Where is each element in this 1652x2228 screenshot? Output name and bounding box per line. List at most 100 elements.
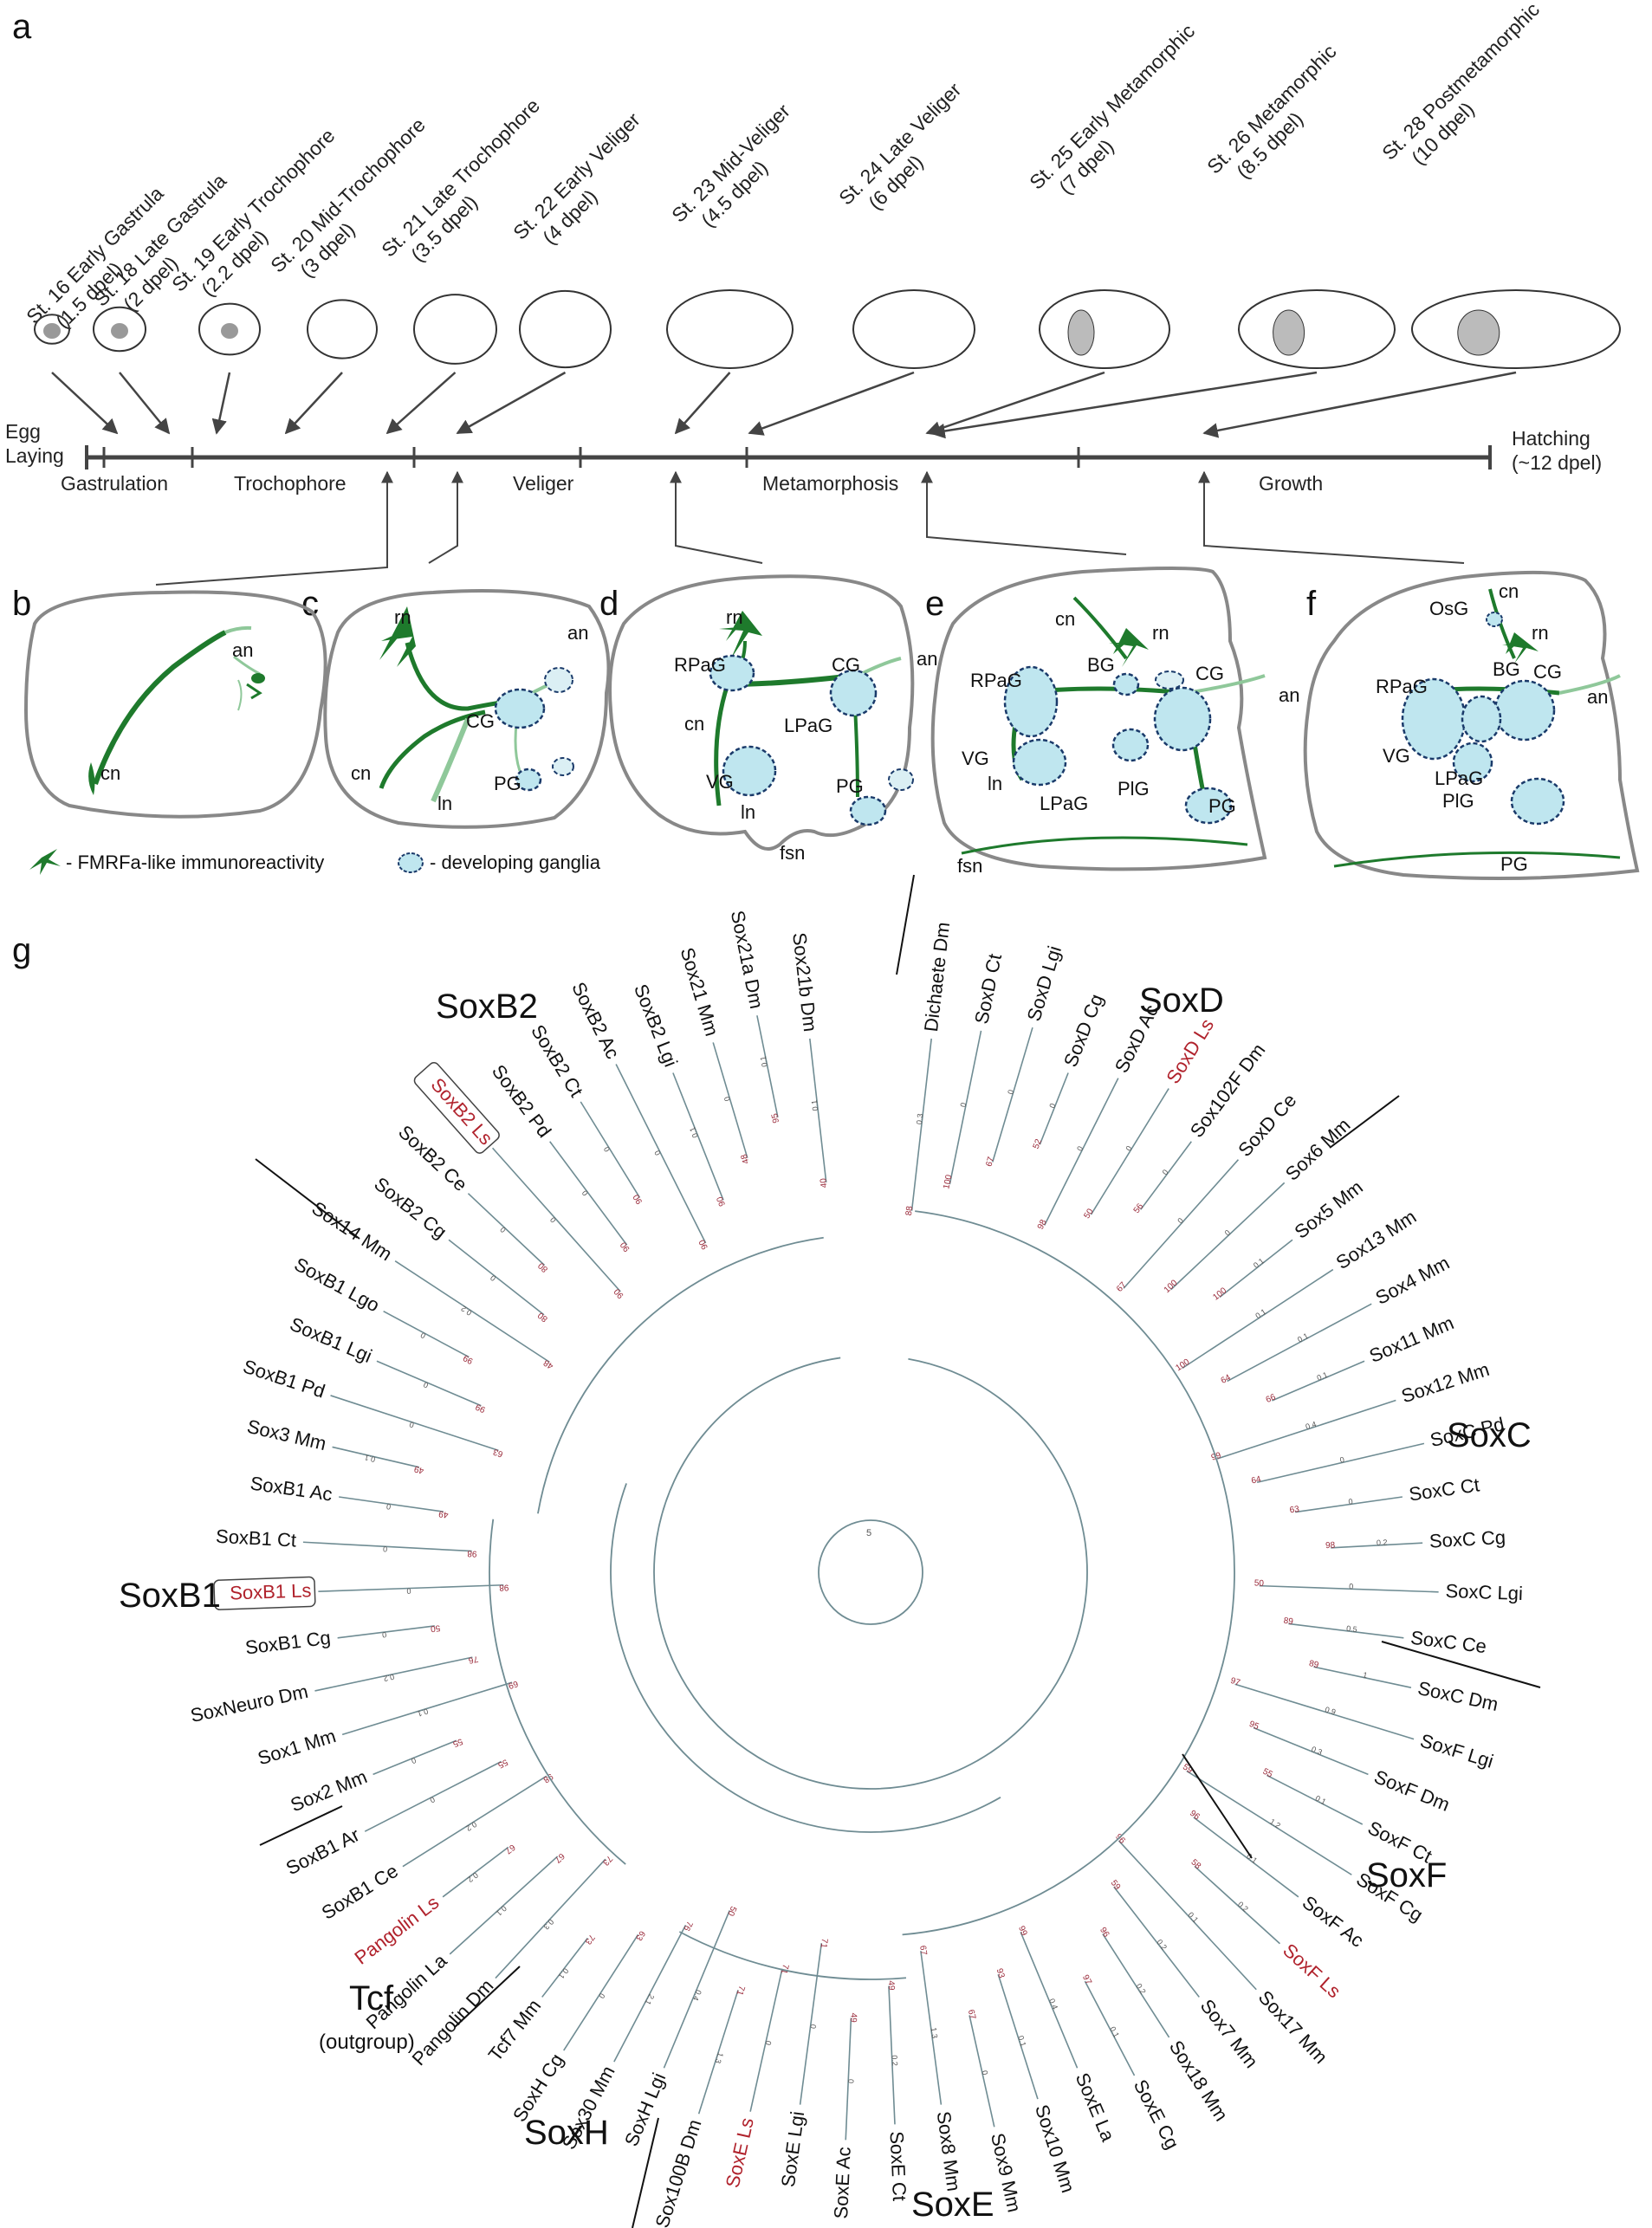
- branch-length: 0.2: [459, 1305, 473, 1318]
- stage-label: St. 25 Early Metamorphic(7 dpel): [1025, 20, 1199, 199]
- tree-branch: [920, 1951, 943, 2105]
- bootstrap-value: 89: [1283, 1616, 1294, 1627]
- phase-gastrulation: Gastrulation: [61, 472, 168, 495]
- label-plg-f: PlG: [1442, 790, 1474, 812]
- branch-length: 0.2: [1135, 1982, 1148, 1996]
- bootstrap-value: 58: [1189, 1857, 1203, 1871]
- tree-leaf-label: Tcf7 Mm: [484, 1995, 546, 2065]
- tree-branch: [949, 1030, 982, 1185]
- panel-d-larva: rn RPaG CG an cn LPaG VG ln PG fsn: [608, 574, 937, 864]
- stage-label: St. 24 Late Veliger(6 dpel): [834, 78, 966, 214]
- branch-length: 0: [1223, 1228, 1233, 1238]
- tree-leaf-label: Sox100B Dm: [651, 2117, 705, 2228]
- bootstrap-value: 96: [1113, 1832, 1127, 1846]
- tree-scale-label: 5: [866, 1528, 871, 1538]
- tree-branch: [373, 1739, 457, 1776]
- branch-length: 0.1: [417, 1707, 430, 1718]
- label-vg-f: VG: [1383, 745, 1410, 767]
- bootstrap-value: 89: [1308, 1659, 1320, 1670]
- bootstrap-value: 88: [904, 1205, 915, 1216]
- label-cn-c: cn: [351, 762, 371, 784]
- tree-leaf-label: Sox12 Mm: [1399, 1358, 1493, 1407]
- stage-arrow: [51, 372, 119, 435]
- branch-length: 0.4: [1305, 1420, 1318, 1431]
- tree-arc: [678, 1931, 907, 1980]
- timeline-end-2: (~12 dpel): [1512, 451, 1602, 474]
- label-cg-e: CG: [1195, 663, 1224, 684]
- tree-leaf-label: SoxF Lgi: [1418, 1729, 1496, 1771]
- embryo-outline: [852, 289, 975, 369]
- branch-length: 0.9: [1324, 1705, 1337, 1716]
- tree-leaf-label: SoxB1 Ce: [318, 1860, 402, 1924]
- bootstrap-value: 80: [536, 1310, 550, 1324]
- tree-branch: [332, 1446, 420, 1468]
- tree-branch: [809, 1038, 827, 1183]
- tree-branch: [1140, 1141, 1192, 1210]
- label-ln-e: ln: [988, 773, 1002, 794]
- tree-leaf-label: Sox11 Mm: [1366, 1312, 1457, 1367]
- tree-leaf-label: SoxB1 Ls: [230, 1579, 312, 1603]
- label-cg-f: CG: [1533, 661, 1562, 683]
- bootstrap-value: 100: [1211, 1286, 1228, 1302]
- tree-branch: [402, 1775, 547, 1868]
- stage-arrow: [925, 371, 1105, 437]
- tree-leaf-label: SoxF Dm: [1371, 1765, 1453, 1816]
- embryo-outline: [413, 294, 497, 365]
- branch-length: 0: [1075, 1144, 1085, 1152]
- label-lpag-d: LPaG: [784, 715, 832, 736]
- tree-branch: [672, 1072, 724, 1201]
- embryo-inner: [43, 323, 61, 339]
- tree-leaf-label: SoxC Ct: [1408, 1473, 1481, 1505]
- bootstrap-value: 73: [583, 1933, 597, 1946]
- tree-leaf-label: Dichaete Dm: [920, 921, 954, 1033]
- branch-length: 0: [1349, 1582, 1353, 1590]
- tree-branch: [1288, 1622, 1404, 1639]
- tree-branch: [992, 1027, 1033, 1163]
- timeline-up-arrow: [155, 470, 393, 586]
- branch-length: 0.3: [541, 1918, 555, 1932]
- branch-length: 0.2: [1155, 1938, 1169, 1952]
- embryo-outline: [93, 306, 146, 353]
- branch-length: 0.1: [1245, 1851, 1259, 1865]
- bootstrap-value: 67: [966, 2009, 977, 2021]
- label-vg-e: VG: [962, 748, 989, 769]
- tree-branch: [756, 1015, 779, 1117]
- label-rn-c: rn: [394, 606, 411, 628]
- tree-branch: [1194, 1865, 1280, 1945]
- tree-leaf-label: SoxB2 Ls: [427, 1074, 497, 1150]
- tree-leaf-label: SoxF Ac: [1299, 1891, 1368, 1951]
- branch-length: 0.2: [1236, 1900, 1250, 1914]
- branch-length: 2.1: [644, 1992, 657, 2006]
- bootstrap-value: 67: [1115, 1280, 1129, 1294]
- tree-branch: [1259, 1584, 1439, 1593]
- tree-leaf-label: SoxC Lgi: [1445, 1580, 1523, 1604]
- branch-length: 0: [419, 1331, 427, 1340]
- label-fsn-d: fsn: [780, 842, 805, 864]
- branch-length: 0: [1348, 1497, 1353, 1506]
- clade-soxd: SoxD: [1139, 981, 1224, 1020]
- embryo-inner: [221, 323, 238, 339]
- tree-branch: [383, 1310, 470, 1358]
- bootstrap-value: 98: [1036, 1218, 1049, 1231]
- tree-leaf-label: SoxB1 Ac: [249, 1472, 334, 1505]
- clade-soxb1: SoxB1: [119, 1577, 221, 1615]
- branch-length: 0: [722, 1096, 732, 1103]
- stage-labels: St. 16 Early Gastrula(1.5 dpel)St. 18 La…: [22, 0, 1544, 333]
- branch-length: 0: [1176, 1216, 1185, 1225]
- tree-arc: [610, 1483, 1001, 1833]
- timeline-up-arrow: [921, 470, 1127, 555]
- bootstrap-value: 99: [462, 1352, 475, 1365]
- tree-branch: [341, 1681, 513, 1736]
- stage-name: St. 25 Early Metamorphic: [1025, 20, 1199, 194]
- tree-branch: [969, 2015, 995, 2128]
- tree-branch: [749, 1968, 783, 2112]
- timeline-start-2: Laying: [5, 444, 64, 467]
- tree-leaf-label: Sox13 Mm: [1332, 1206, 1421, 1274]
- tree-leaf-label: SoxB2 Lgi: [630, 981, 682, 1070]
- bootstrap-value: 98: [1325, 1541, 1336, 1551]
- tree-leaf-label: SoxNeuro Dm: [189, 1681, 310, 1726]
- branch-length: 0: [1047, 1102, 1057, 1109]
- stage-arrow: [748, 371, 915, 436]
- tree-branch: [337, 1625, 435, 1639]
